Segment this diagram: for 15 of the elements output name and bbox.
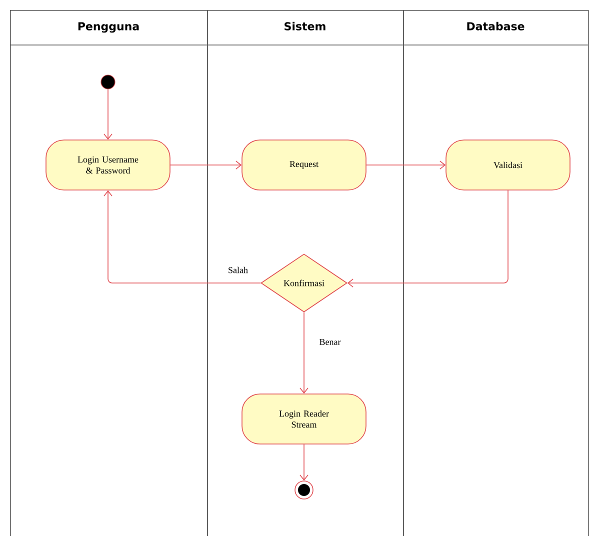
initial-node bbox=[100, 74, 116, 90]
arrow bbox=[170, 160, 242, 170]
action-box: Login Reader Stream bbox=[242, 394, 366, 444]
arrow bbox=[366, 160, 446, 170]
arrow bbox=[104, 88, 112, 140]
arrow bbox=[300, 312, 308, 394]
final-node bbox=[294, 480, 314, 500]
arrow bbox=[104, 190, 261, 284]
arrow bbox=[347, 190, 508, 288]
edge-label: Salah bbox=[228, 266, 248, 274]
edge-label: Benar bbox=[320, 339, 341, 345]
action-box: Validasi bbox=[446, 140, 570, 190]
arrow bbox=[300, 444, 308, 481]
action-box: Login Username & Password bbox=[46, 140, 170, 190]
action-box: Request bbox=[242, 140, 366, 190]
